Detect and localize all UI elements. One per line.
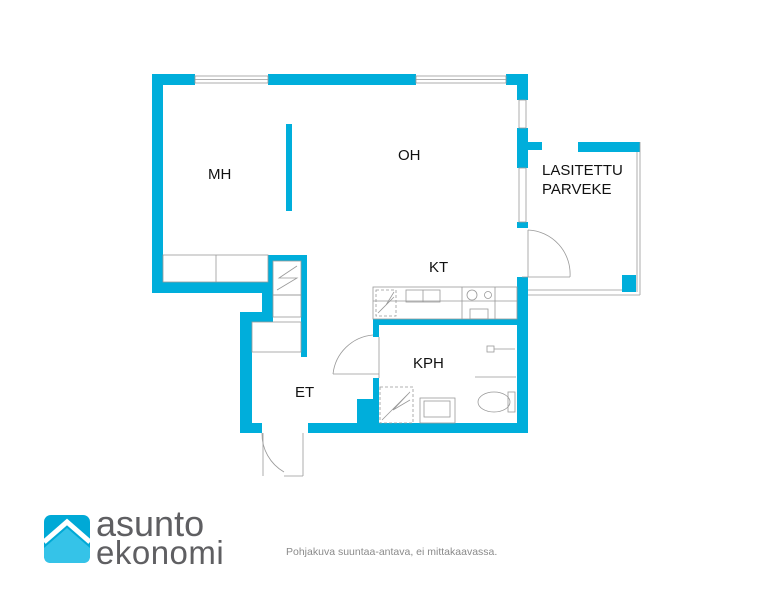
asuntoekonomi-logo-icon [42,515,92,563]
walls [152,74,640,433]
room-label-balcony-2: PARVEKE [542,181,612,198]
room-label-et: ET [295,384,315,401]
room-label-mh: MH [208,166,232,183]
brand-name-line2: ekonomi [96,534,225,571]
disclaimer: Pohjakuva suuntaa-antava, ei mittakaavas… [286,546,498,558]
room-label-oh: OH [398,147,421,164]
brand-name-line1: asunto [96,503,205,544]
fixtures [162,75,641,477]
room-label-balcony-1: LASITETTU [542,162,623,179]
room-label-kt: KT [429,259,449,276]
room-label-kph: KPH [413,355,444,372]
